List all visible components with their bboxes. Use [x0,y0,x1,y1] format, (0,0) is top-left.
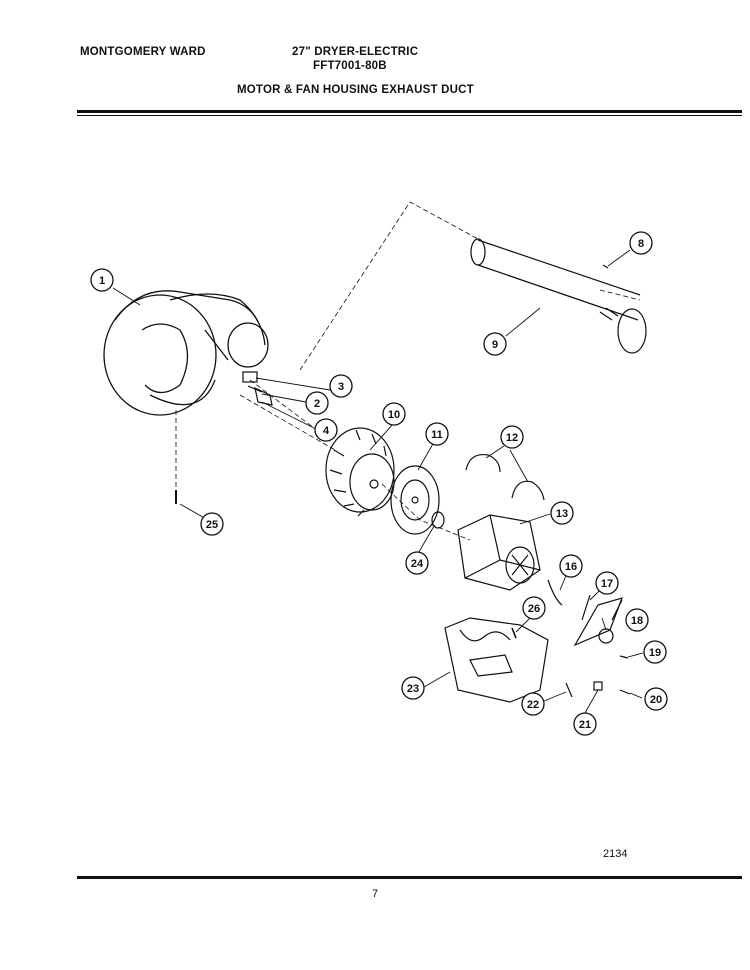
header-rule-thin [77,115,742,116]
callout-label: 23 [407,683,419,695]
callout-label: 19 [649,647,661,659]
callout-label: 21 [579,719,591,731]
callout-18 [625,608,649,632]
callout-label: 26 [528,603,540,615]
callout-label: 4 [323,425,330,437]
assembly-lines [175,201,641,541]
callout-19 [643,640,667,664]
screw-8 [602,264,609,269]
callout-label: 9 [492,339,498,351]
screw-26 [511,627,517,639]
callout-23 [401,676,425,700]
callout-4 [314,418,338,442]
callout-label: 3 [338,381,344,393]
callout-16 [559,554,583,578]
callout-3 [329,374,353,398]
callout-label: 8 [638,238,644,250]
footer-rule [77,876,742,879]
model-number: FFT7001-80B [313,60,387,72]
callout-9 [483,332,507,356]
motor-mount [444,617,549,703]
seal-disc [390,465,440,535]
callout-25 [200,512,224,536]
callout-label: 11 [431,429,443,441]
blower-housing [103,290,269,416]
callout-21 [573,712,597,736]
washer-24 [431,511,445,529]
callout-label: 17 [601,578,613,590]
callout-label: 2 [314,398,320,410]
motor-clamps [465,453,545,501]
screw-20 [619,689,631,695]
callout-label: 25 [206,519,218,531]
nut-21 [593,681,603,691]
bolt-22 [565,682,573,698]
callout-24 [405,551,429,575]
page-number: 7 [372,888,379,900]
section-title: MOTOR & FAN HOUSING EXHAUST DUCT [237,84,474,96]
callout-12 [500,425,524,449]
callout-8 [629,231,653,255]
screw-19 [619,655,629,659]
leader-lines [112,249,644,714]
callout-20 [644,687,668,711]
model-title: 27" DRYER-ELECTRIC [292,46,419,58]
header-rule-thick [77,110,742,113]
callout-11 [425,422,449,446]
callout-26 [522,596,546,620]
callout-label: 24 [411,558,424,570]
spring-16 [547,579,563,606]
callout-label: 12 [506,432,518,444]
callout-label: 20 [650,694,662,706]
callout-label: 13 [556,508,568,520]
callout-label: 1 [99,275,105,287]
brand-name: MONTGOMERY WARD [80,46,206,58]
thermostat-bracket [242,371,273,406]
callout-1 [90,268,114,292]
callout-label: 18 [631,615,643,627]
figure-number: 2134 [603,848,628,860]
callout-label: 10 [388,409,400,421]
callout-13 [550,501,574,525]
exhaust-duct [470,238,647,354]
callout-label: 16 [565,561,577,573]
callout-2 [305,391,329,415]
callout-17 [595,571,619,595]
callout-22 [521,692,545,716]
drive-motor [457,514,541,591]
callout-label: 22 [527,699,539,711]
idler-assembly [573,594,623,647]
callout-10 [382,402,406,426]
blower-wheel [325,427,395,517]
